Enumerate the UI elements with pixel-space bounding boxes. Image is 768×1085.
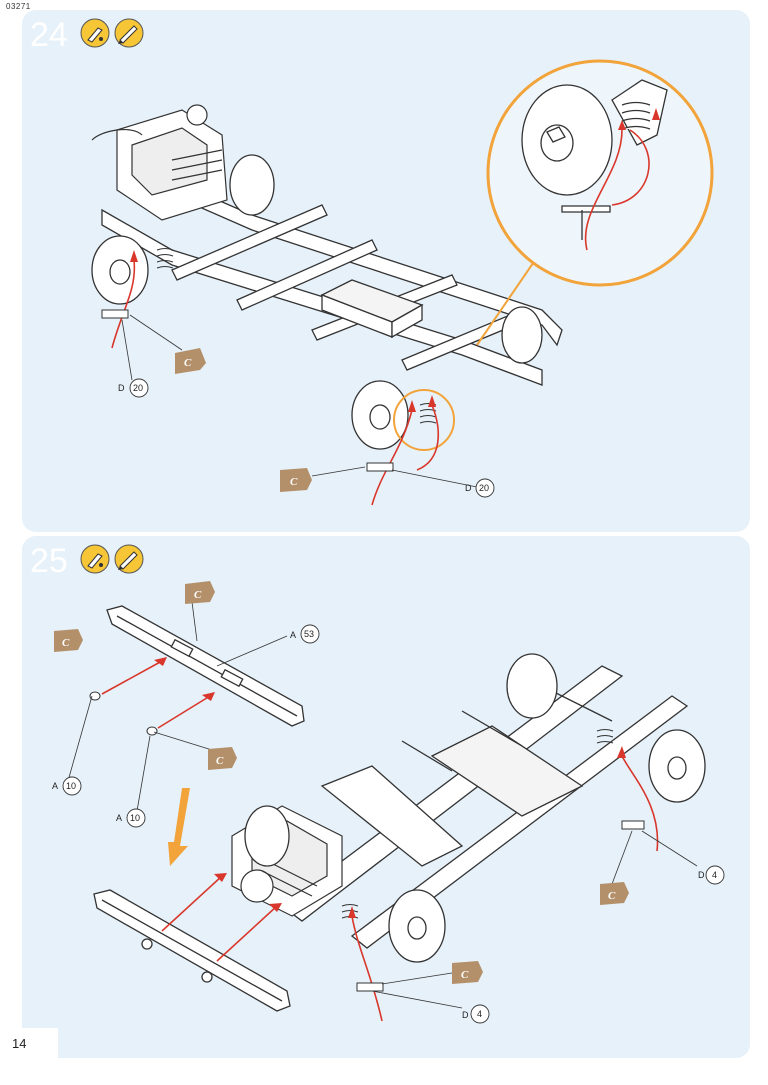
part-callout-d20-b: D 20 [465, 478, 495, 498]
part-callout-a53: A 53 [290, 624, 320, 644]
flag-c-25a: C [185, 581, 215, 604]
flag-c-24a: C [175, 348, 206, 374]
assembly-arrows [111, 259, 440, 506]
step-number-25: 25 [30, 542, 68, 580]
svg-text:D: D [465, 483, 472, 493]
flag-c-25d: C [600, 882, 629, 905]
part-callout-a10-b: A 10 [116, 808, 146, 828]
step-25-panel: C C C C C A 53 A 10 A [22, 536, 750, 1058]
part-callout-d20-a: D 20 [118, 378, 149, 398]
glue-tube-icon [80, 18, 110, 48]
step-number-24: 24 [30, 16, 68, 54]
step-24-panel: C C D 20 D 20 24 [22, 10, 750, 532]
flag-c-25c: C [208, 747, 237, 770]
svg-text:20: 20 [479, 483, 489, 493]
springs [156, 248, 437, 424]
svg-text:D: D [698, 870, 705, 880]
svg-text:20: 20 [133, 383, 143, 393]
svg-text:C: C [608, 890, 616, 902]
part-callout-d4-a: D 4 [698, 865, 725, 885]
wheels-25 [244, 653, 706, 963]
paint-brush-icon [114, 18, 144, 48]
step-24-drawing: C C D 20 D 20 [91, 59, 714, 506]
svg-text:C: C [194, 589, 202, 601]
step-25-drawing: C C C C C A 53 A 10 A [52, 581, 725, 1024]
svg-text:C: C [216, 755, 224, 767]
part-callout-a10-a: A 10 [52, 776, 82, 796]
tow-hooks [89, 691, 158, 736]
page-number-box: 14 [0, 1028, 58, 1058]
chassis-frame-25 [280, 665, 689, 949]
chassis-frame [101, 179, 563, 386]
bumper-top [106, 605, 305, 727]
svg-text:C: C [184, 357, 192, 369]
svg-text:A: A [52, 781, 58, 791]
glue-tube-icon [80, 544, 110, 574]
svg-text:A: A [116, 813, 122, 823]
svg-text:53: 53 [304, 629, 314, 639]
flag-c-24b: C [280, 468, 312, 492]
part-callout-d4-b: D 4 [462, 1004, 490, 1024]
page-number: 14 [12, 1036, 27, 1051]
assembly-arrows-25 [101, 660, 659, 1022]
svg-text:C: C [461, 969, 469, 981]
svg-text:10: 10 [130, 813, 140, 823]
svg-text:4: 4 [477, 1009, 482, 1019]
document-code: 03271 [6, 2, 31, 11]
flag-c-25e: C [452, 961, 483, 984]
detail-zoom [393, 59, 714, 451]
svg-text:C: C [62, 637, 70, 649]
paint-brush-icon [114, 544, 144, 574]
flag-c-25b: C [54, 629, 83, 652]
svg-text:4: 4 [712, 870, 717, 880]
svg-text:10: 10 [66, 781, 76, 791]
sequence-arrow [168, 788, 190, 866]
svg-text:A: A [290, 630, 296, 640]
svg-text:D: D [118, 383, 125, 393]
engine-assembly [91, 104, 228, 221]
svg-text:D: D [462, 1010, 469, 1020]
svg-text:C: C [290, 476, 298, 488]
wheels [91, 154, 543, 450]
bumper-bottom [93, 889, 291, 1012]
